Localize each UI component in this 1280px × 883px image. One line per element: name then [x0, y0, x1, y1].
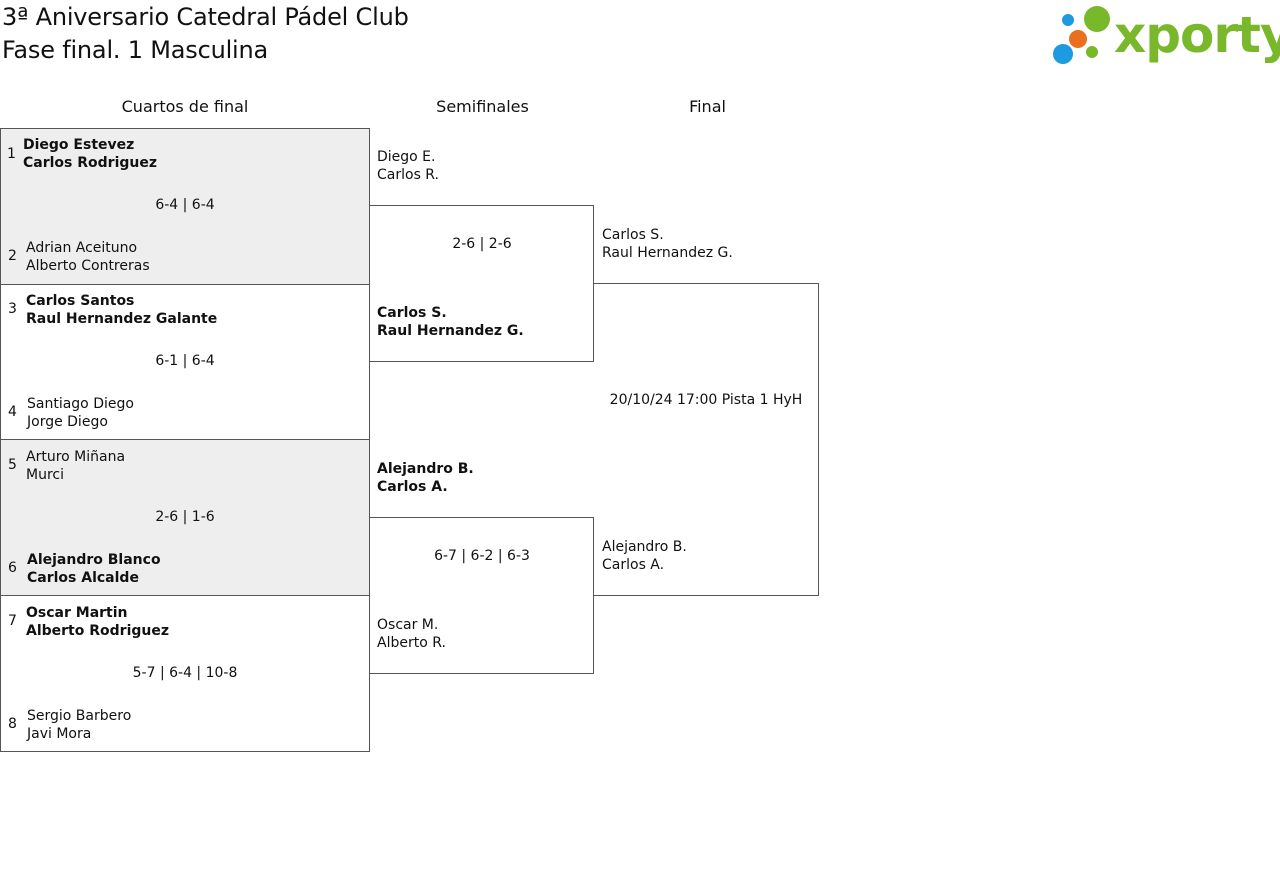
team-a: Oscar Martin Alberto Rodriguez	[26, 604, 169, 640]
final-team-b: Alejandro B. Carlos A.	[602, 538, 687, 574]
player-name: Alejandro Blanco	[27, 552, 161, 568]
player-name: Murci	[26, 467, 64, 483]
player-name: Oscar Martin	[26, 605, 128, 621]
match-score: 6-4 | 6-4	[155, 197, 215, 213]
player-name: Raul Hernandez G.	[377, 323, 524, 339]
page-title: 3ª Aniversario Catedral Pádel Club	[2, 3, 409, 31]
team-b: Sergio Barbero Javi Mora	[27, 707, 131, 743]
player-name: Diego E.	[377, 149, 436, 165]
seed-number: 8	[8, 716, 17, 732]
player-name: Carlos S.	[602, 227, 664, 243]
match-score: 5-7 | 6-4 | 10-8	[132, 665, 238, 681]
player-name: Carlos Santos	[26, 293, 135, 309]
semifinal-1-team-a: Diego E. Carlos R.	[377, 148, 439, 184]
logo-dot-blue	[1062, 14, 1074, 26]
seed-number: 5	[8, 457, 17, 473]
player-name: Adrian Aceituno	[26, 240, 138, 256]
player-name: Jorge Diego	[27, 414, 108, 430]
team-a: Diego Estevez Carlos Rodriguez	[23, 136, 157, 172]
logo-dot-green	[1084, 6, 1110, 32]
player-name: Alberto Rodriguez	[26, 623, 169, 639]
final-match	[594, 283, 819, 596]
quarterfinal-match-1: 1 Diego Estevez Carlos Rodriguez 6-4 | 6…	[0, 128, 370, 285]
seed-number: 7	[8, 613, 17, 629]
player-name: Carlos S.	[377, 305, 447, 321]
player-name: Alberto R.	[377, 635, 446, 651]
logo-dot-blue-large	[1053, 44, 1073, 64]
player-name: Javi Mora	[27, 726, 92, 742]
player-name: Carlos Alcalde	[27, 570, 139, 586]
match-score: 6-1 | 6-4	[155, 353, 215, 369]
player-name: Sergio Barbero	[27, 708, 132, 724]
team-a: Arturo Miñana Murci	[26, 448, 125, 484]
match-score: 2-6 | 1-6	[155, 509, 215, 525]
team-b: Adrian Aceituno Alberto Contreras	[26, 239, 150, 275]
seed-number: 2	[8, 248, 17, 264]
player-name: Alberto Contreras	[26, 258, 150, 274]
player-name: Raul Hernandez G.	[602, 245, 733, 261]
semifinal-1-team-b: Carlos S. Raul Hernandez G.	[377, 304, 524, 340]
xporty-logo: xporty	[1052, 4, 1280, 66]
logo-wordmark: xporty	[1114, 6, 1280, 64]
semifinal-match-1	[369, 205, 594, 362]
semifinal-match-2	[369, 517, 594, 674]
team-b: Alejandro Blanco Carlos Alcalde	[27, 551, 161, 587]
seed-number: 6	[8, 560, 17, 576]
player-name: Carlos Rodriguez	[23, 155, 158, 171]
quarterfinal-match-3: 5 Arturo Miñana Murci 2-6 | 1-6 6 Alejan…	[0, 440, 370, 596]
quarterfinal-match-2: 3 Carlos Santos Raul Hernandez Galante 6…	[0, 284, 370, 440]
seed-number: 3	[8, 301, 17, 317]
player-name: Carlos A.	[377, 479, 448, 495]
match-score: 2-6 | 2-6	[452, 236, 512, 252]
player-name: Arturo Miñana	[26, 449, 126, 465]
player-name: Oscar M.	[377, 617, 439, 633]
column-header-quarterfinals: Cuartos de final	[121, 97, 249, 116]
logo-dot-green-small	[1086, 46, 1098, 58]
final-team-a: Carlos S. Raul Hernandez G.	[602, 226, 733, 262]
final-match-info: 20/10/24 17:00 Pista 1 HyH	[609, 392, 803, 408]
player-name: Raul Hernandez Galante	[26, 311, 218, 327]
player-name: Carlos A.	[602, 557, 665, 573]
player-name: Carlos R.	[377, 167, 439, 183]
team-a: Carlos Santos Raul Hernandez Galante	[26, 292, 217, 328]
player-name: Diego Estevez	[23, 137, 135, 153]
quarterfinal-match-4: 7 Oscar Martin Alberto Rodriguez 5-7 | 6…	[0, 596, 370, 752]
logo-dot-orange	[1069, 30, 1087, 48]
column-header-final: Final	[689, 97, 726, 116]
match-score: 6-7 | 6-2 | 6-3	[434, 548, 530, 564]
team-b: Santiago Diego Jorge Diego	[27, 395, 134, 431]
seed-number: 4	[8, 404, 17, 420]
column-header-semifinals: Semifinales	[436, 97, 529, 116]
semifinal-2-team-b: Oscar M. Alberto R.	[377, 616, 446, 652]
seed-number: 1	[7, 146, 16, 162]
player-name: Santiago Diego	[27, 396, 134, 412]
page-subtitle: Fase final. 1 Masculina	[2, 36, 269, 64]
player-name: Alejandro B.	[602, 539, 687, 555]
semifinal-2-team-a: Alejandro B. Carlos A.	[377, 460, 474, 496]
player-name: Alejandro B.	[377, 461, 474, 477]
